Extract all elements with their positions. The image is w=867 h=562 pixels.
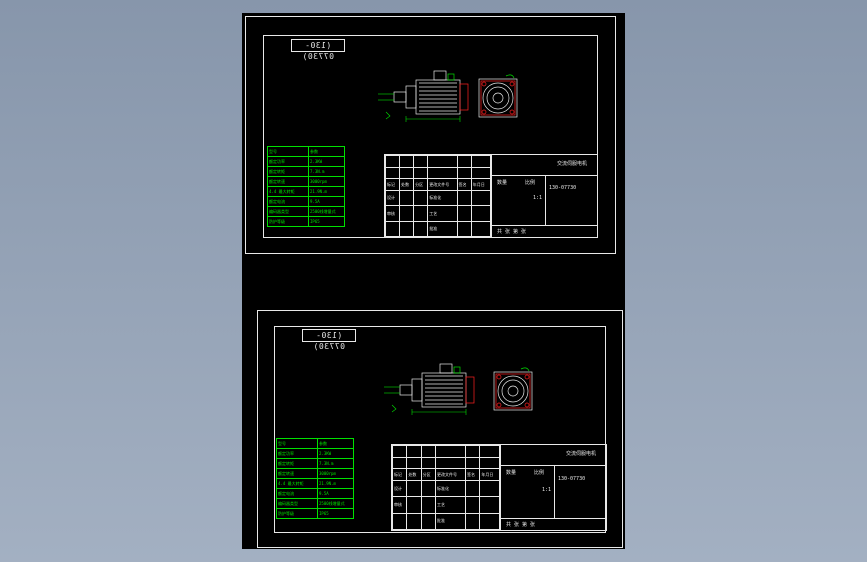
ratio-value-1: 1:1 <box>533 195 543 201</box>
spec-row: 型号参数 <box>267 146 345 157</box>
sheet-note-1: 共 张 第 张 <box>497 229 527 235</box>
revision-grid-2: 标记 处数 分区 更改文件号 签名 年月日 设计 标准化 审核 工艺 <box>391 445 500 531</box>
sheet-note-2: 共 张 第 张 <box>506 522 536 528</box>
motor-flange-view-2 <box>493 367 533 411</box>
title-block-2: 标记 处数 分区 更改文件号 签名 年月日 设计 标准化 审核 工艺 <box>391 444 607 531</box>
title-block-1: 标记 处数 分区 更改文件号 签名 年月日 设计 标准化 审核 工艺 <box>384 154 598 238</box>
motor-flange-view-1 <box>478 74 518 118</box>
motor-side-view-1 <box>378 70 469 122</box>
ratio-label-1: 比例 <box>525 180 536 186</box>
ratio-label-2: 比例 <box>534 470 545 476</box>
drawing-title-2: (130-07730) <box>302 329 356 351</box>
revision-grid-1: 标记 处数 分区 更改文件号 签名 年月日 设计 标准化 审核 工艺 <box>384 155 492 238</box>
drawing-sheet-2: (130-07730) <box>257 310 623 548</box>
drawing-sheet-1: (130-07730) <box>245 16 616 254</box>
drawing-frame-1: (130-07730) <box>263 35 598 238</box>
ratio-value-2: 1:1 <box>542 487 552 493</box>
drawing-code-1: 130-07730 <box>549 185 577 191</box>
drawing-code-2: 130-07730 <box>558 476 586 482</box>
drawing-title-1: (130-07730) <box>291 39 345 61</box>
cad-model-space[interactable]: (130-07730) <box>242 13 625 549</box>
count-label-1: 数量 <box>497 180 508 186</box>
spec-row: 型号参数 <box>276 438 354 449</box>
motor-side-view-2 <box>384 363 475 415</box>
drawing-name-1: 交流伺服电机 <box>557 161 588 167</box>
count-label-2: 数量 <box>506 470 517 476</box>
drawing-name-2: 交流伺服电机 <box>566 451 597 457</box>
drawing-frame-2: (130-07730) <box>274 326 607 533</box>
